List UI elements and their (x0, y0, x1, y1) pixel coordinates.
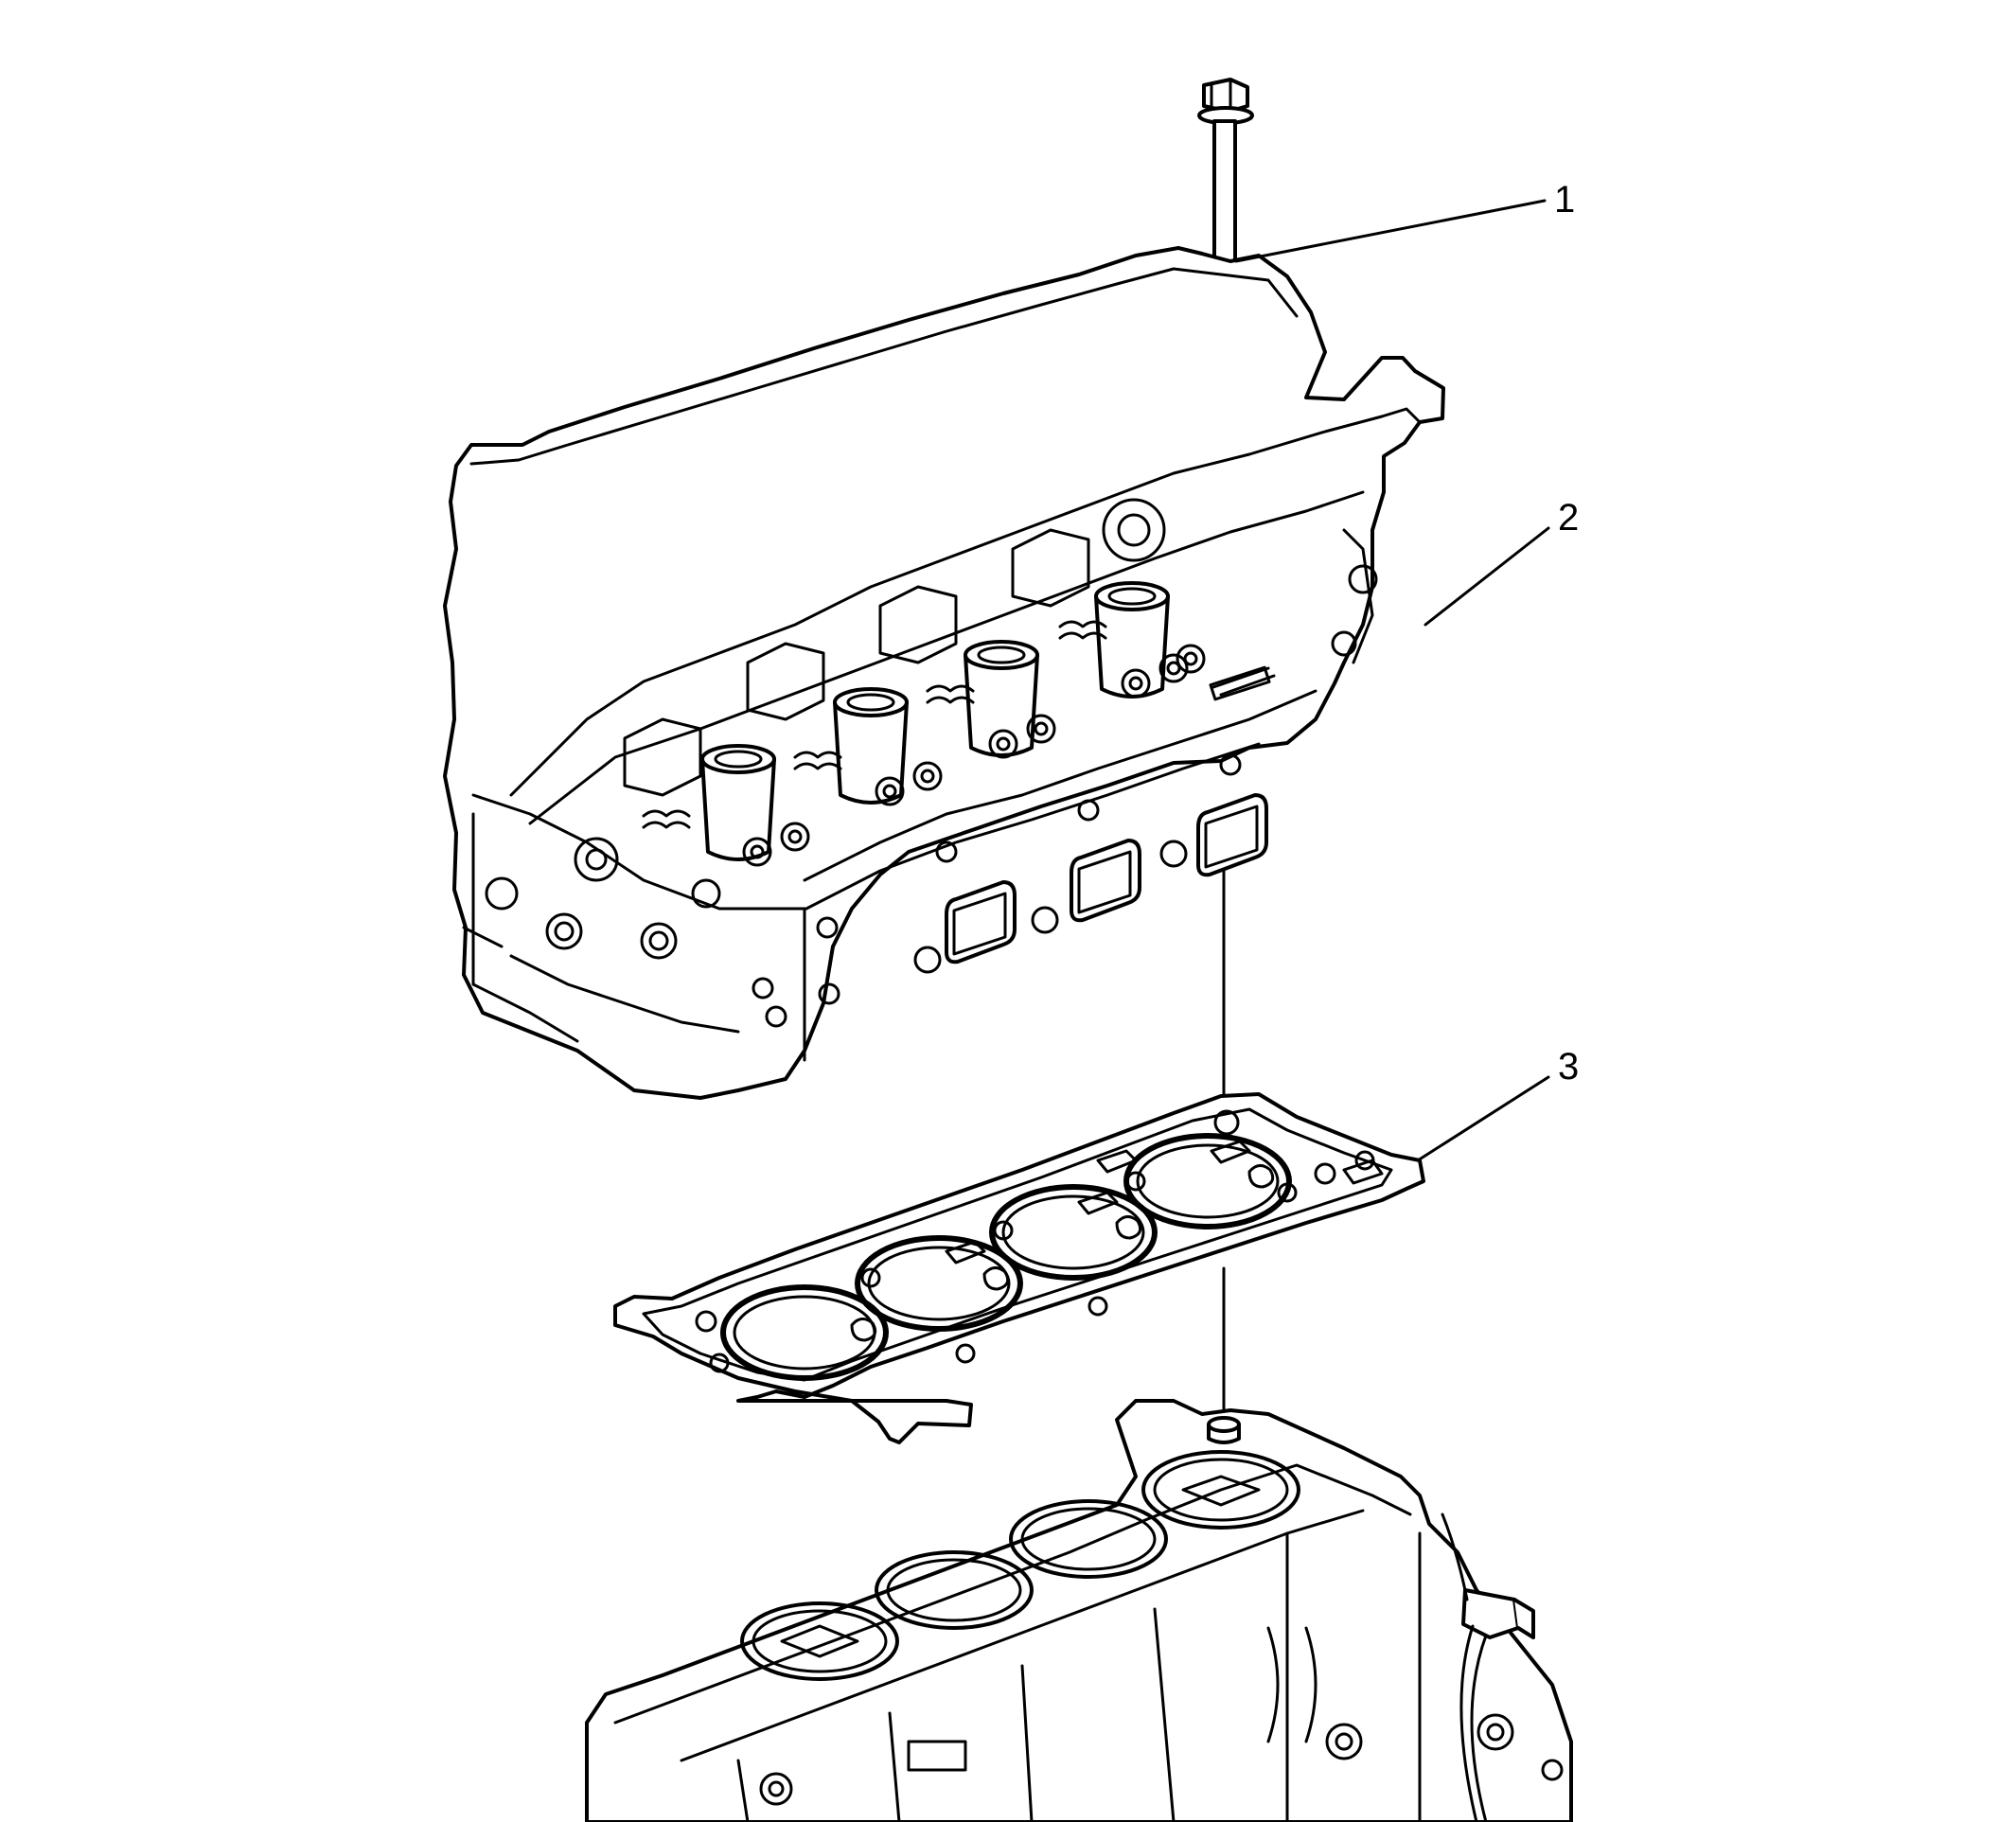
leader-line-1 (1234, 199, 1547, 263)
callout-number-2: 2 (1558, 497, 1579, 539)
leader-line-3 (1416, 1075, 1550, 1162)
callout-3: 3 (1416, 1046, 1579, 1162)
valve-springs (642, 620, 1206, 867)
block-dowel (1207, 1416, 1241, 1444)
head-gasket (613, 1092, 1425, 1444)
cylinder-head (443, 246, 1445, 1100)
head-right-end (1209, 407, 1422, 701)
callout-number-3: 3 (1558, 1046, 1579, 1088)
block-bores (740, 1450, 1300, 1681)
leader-line-2 (1424, 526, 1550, 627)
callout-number-1: 1 (1554, 179, 1575, 221)
cam-caps (623, 498, 1166, 797)
exhaust-ports (945, 793, 1268, 964)
block-side-details (736, 1531, 1564, 1822)
head-end-details (462, 837, 787, 1034)
front-face-holes (816, 753, 1242, 1005)
callout-1: 1 (1234, 179, 1575, 263)
block-sensor (1441, 1512, 1535, 1822)
spark-plug-tubes (700, 581, 1170, 861)
engine-block (585, 1399, 1573, 1822)
gasket-bores (720, 1133, 1292, 1381)
gasket-passages (695, 1109, 1384, 1373)
callout-2: 2 (1424, 497, 1579, 627)
